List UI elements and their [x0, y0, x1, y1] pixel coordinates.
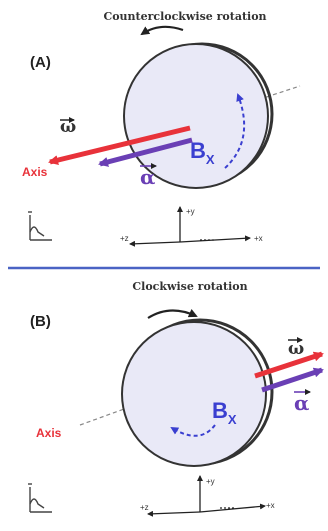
axis-x-label: +x: [254, 234, 263, 243]
axis-label: Axis: [36, 426, 62, 440]
small-figure-icon: [28, 211, 52, 241]
alpha-label: α: [140, 165, 155, 189]
disk: [121, 321, 267, 467]
field-rotation-arc: [224, 93, 246, 169]
field-label-main: B: [190, 138, 206, 163]
coordinate-axes-a: [129, 206, 251, 247]
clockwise-arrow-icon: [147, 308, 198, 319]
coordinate-axes-b: [147, 475, 266, 517]
axis-y-label: +y: [206, 477, 215, 486]
field-label-main: B: [212, 398, 228, 423]
alpha-vector-arrow: [261, 367, 324, 393]
field-label: BX: [190, 138, 215, 167]
axis-z-label: +z: [140, 503, 149, 512]
axis-y-label: +y: [186, 207, 195, 216]
panel-b-label: (B): [30, 313, 51, 330]
omega-vector-arrow: [48, 125, 191, 165]
panel-b: Clockwise rotation (B) ω α BX Axis: [28, 280, 324, 517]
small-figure-icon: [28, 483, 52, 513]
alpha-vector-arrow: [98, 137, 193, 167]
counterclockwise-arrow-icon: [140, 25, 184, 36]
axis-label: Axis: [22, 165, 48, 179]
panel-a-label: (A): [30, 54, 51, 71]
field-label: BX: [212, 398, 237, 427]
axis-x-label: +x: [266, 501, 275, 510]
alpha-label: α: [294, 391, 309, 415]
panel-a: Counterclockwise rotation (A) ω α BX Axi…: [22, 10, 301, 247]
omega-label: ω: [288, 339, 304, 359]
field-label-subscript: X: [206, 152, 215, 167]
field-label-subscript: X: [228, 412, 237, 427]
omega-vector-arrow: [254, 351, 324, 379]
disk: [123, 43, 269, 189]
panel-b-title: Clockwise rotation: [132, 280, 247, 293]
axis-z-label: +z: [120, 234, 129, 243]
field-rotation-arc: [170, 424, 216, 437]
panel-a-title: Counterclockwise rotation: [103, 10, 266, 23]
